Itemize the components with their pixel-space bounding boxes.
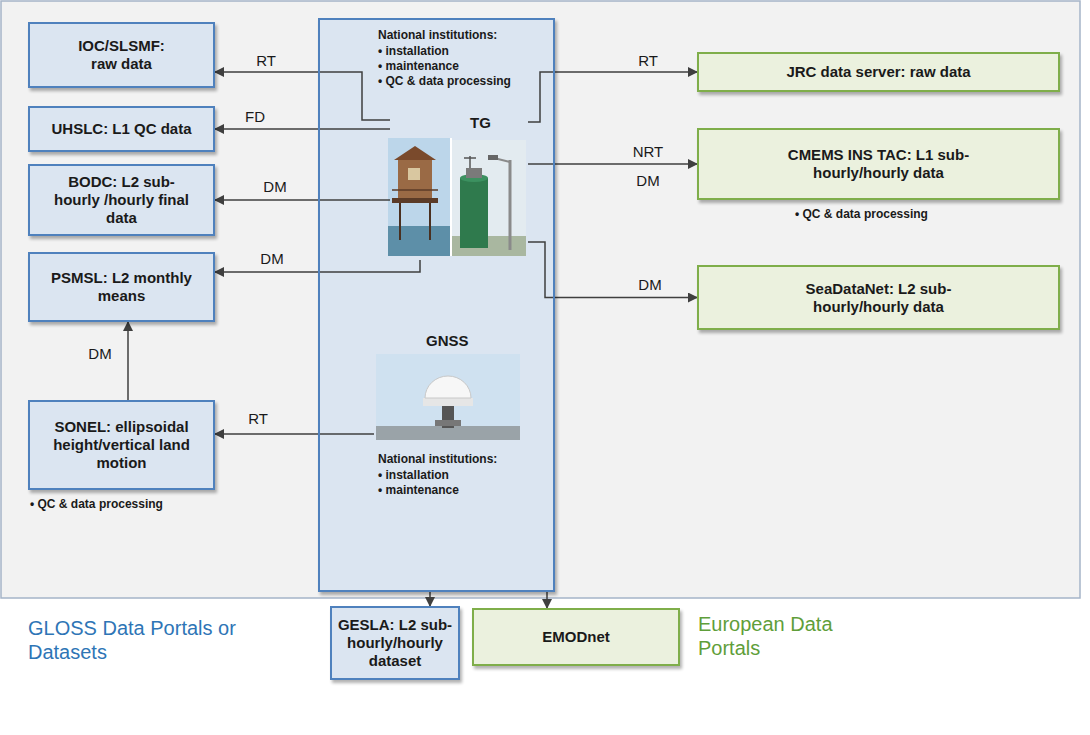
label-slot: RT (248, 410, 268, 428)
label-slot: RT (638, 52, 658, 70)
portal-box: JRC data server: raw data (697, 52, 1060, 92)
box-label: BODC: L2 sub-hourly /hourly final data (47, 173, 197, 227)
tide-gauge-photo (388, 138, 526, 256)
portal-box: CMEMS INS TAC: L1 sub-hourly/hourly data (697, 128, 1060, 200)
edge-label: RT (248, 410, 268, 428)
connector-arrow (215, 128, 390, 130)
instrument-label: GNSS (426, 332, 469, 350)
label-slot: RT (256, 52, 276, 70)
group-caption: GLOSS Data Portals or Datasets (28, 616, 288, 664)
gnss-antenna-photo (376, 354, 520, 440)
text-slot: • installation (378, 468, 449, 483)
connector-arrow (127, 322, 129, 400)
box-label: CMEMS INS TAC: L1 sub-hourly/hourly data (776, 146, 981, 182)
text-slot: National institutions: (378, 28, 497, 43)
label-slot: • QC & data processing (30, 497, 163, 512)
note-label: DM (636, 172, 659, 190)
label-slot: DM (638, 276, 661, 294)
label-slot: • QC & data processing (795, 207, 928, 222)
text-slot: • maintenance (378, 59, 459, 74)
text-slot: National institutions: (378, 452, 497, 467)
group-caption: European Data Portals (698, 612, 858, 660)
text-slot: • installation (378, 44, 449, 59)
text-slot: TG (470, 114, 491, 132)
note-text: • maintenance (378, 483, 459, 498)
note-text: • QC & data processing (378, 74, 511, 89)
box-label: PSMSL: L2 monthly means (39, 269, 204, 305)
instrument-label: TG (470, 114, 491, 132)
text-slot: • QC & data processing (378, 74, 511, 89)
edge-label: DM (263, 178, 286, 196)
label-slot: NRT (633, 143, 664, 161)
text-slot: GNSS (426, 332, 469, 350)
connector-arrow (215, 199, 390, 201)
edge-label: FD (245, 108, 265, 126)
label-slot: European Data Portals (698, 612, 858, 660)
connector-arrow (215, 72, 390, 120)
portal-box: UHSLC: L1 QC data (28, 106, 215, 152)
edge-label: DM (260, 250, 283, 268)
panel-ground (1, 1, 1080, 598)
box-label: EMODnet (542, 628, 610, 646)
label-slot: DM (260, 250, 283, 268)
box-label: IOC/SLSMF: raw data (72, 37, 172, 73)
instrument-node: GNSS (374, 330, 524, 444)
label-slot: DM (636, 172, 659, 190)
portal-box: PSMSL: L2 monthly means (28, 252, 215, 322)
portal-box: SONEL: ellipsoidal height/vertical land … (28, 400, 215, 490)
portal-box: GESLA: L2 sub-hourly/hourly dataset (330, 606, 460, 680)
box-label: SeaDataNet: L2 sub-hourly/hourly data (776, 280, 981, 316)
edge-label: RT (638, 52, 658, 70)
connector-arrow (429, 592, 431, 606)
edge-label: NRT (633, 143, 664, 161)
label-slot: FD (245, 108, 265, 126)
note-text: • installation (378, 468, 449, 483)
note-text: • installation (378, 44, 449, 59)
connector-arrow (546, 592, 548, 608)
box-label: SONEL: ellipsoidal height/vertical land … (39, 418, 204, 472)
portal-box: IOC/SLSMF: raw data (28, 22, 215, 88)
label-slot: DM (88, 345, 111, 363)
edge-label: DM (88, 345, 111, 363)
station-photos (376, 138, 526, 440)
station-box: National institutions:• installation• ma… (318, 18, 555, 592)
portal-box: BODC: L2 sub-hourly /hourly final data (28, 164, 215, 236)
portal-box: EMODnet (472, 608, 680, 666)
station-fill (318, 18, 555, 592)
portal-box: SeaDataNet: L2 sub-hourly/hourly data (697, 265, 1060, 330)
note-text: National institutions: (378, 452, 497, 467)
box-label: JRC data server: raw data (786, 63, 970, 81)
connector-arrow (215, 433, 374, 435)
note-label: • QC & data processing (30, 497, 163, 512)
box-label: GESLA: L2 sub-hourly/hourly dataset (336, 616, 454, 670)
text-slot: • maintenance (378, 483, 459, 498)
instrument-node: TG (390, 112, 528, 260)
box-label: UHSLC: L1 QC data (51, 120, 191, 138)
edge-label: RT (256, 52, 276, 70)
note-text: • maintenance (378, 59, 459, 74)
label-slot: GLOSS Data Portals or Datasets (28, 616, 288, 664)
note-label: • QC & data processing (795, 207, 928, 222)
edge-label: DM (638, 276, 661, 294)
label-slot: DM (263, 178, 286, 196)
note-text: National institutions: (378, 28, 497, 43)
